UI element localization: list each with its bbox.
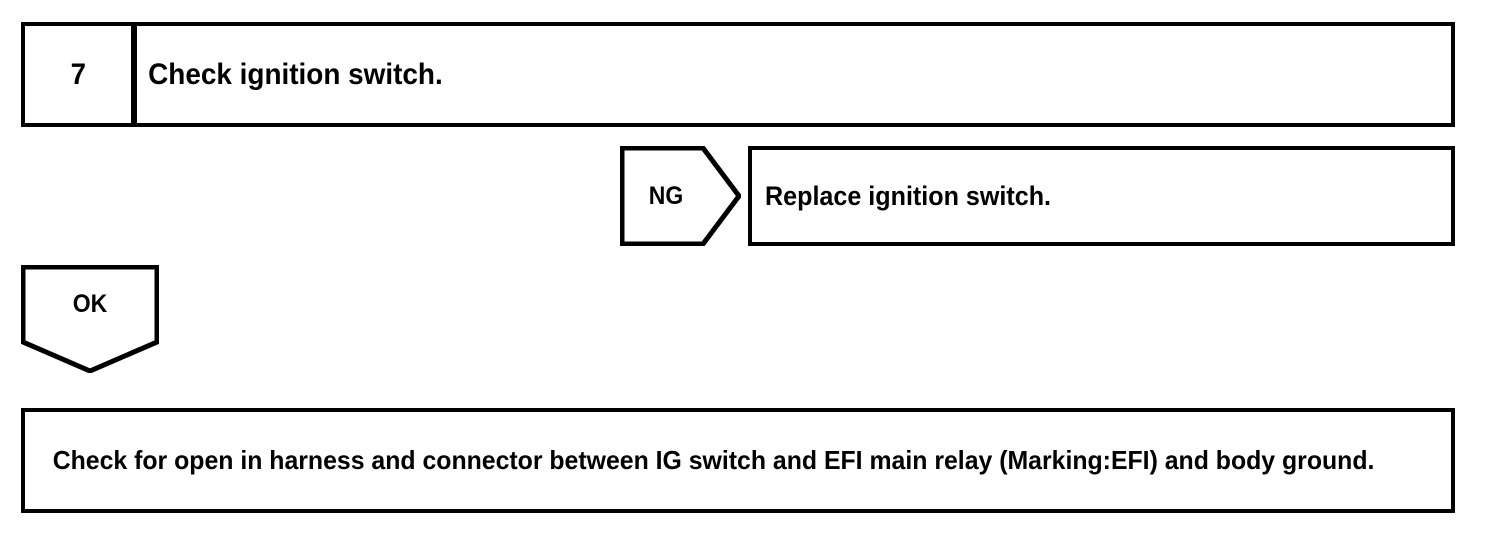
next-step-text: Check for open in harness and connector …	[52, 445, 1375, 476]
ng-branch-label: NG	[648, 181, 684, 210]
ng-action-box: Replace ignition switch.	[748, 146, 1455, 246]
ok-pentagon-icon	[21, 265, 159, 373]
ng-branch-tag: NG	[620, 146, 741, 246]
ng-action-text: Replace ignition switch.	[765, 180, 1052, 211]
next-step-box: Check for open in harness and connector …	[21, 408, 1455, 513]
step-number: 7	[70, 57, 86, 91]
step-title: Check ignition switch.	[148, 57, 443, 91]
step-title-box: Check ignition switch.	[133, 22, 1455, 127]
ok-branch-label: OK	[72, 289, 108, 318]
ng-pentagon-icon	[620, 146, 741, 246]
step-number-box: 7	[21, 22, 135, 127]
ok-branch-tag: OK	[21, 265, 159, 373]
